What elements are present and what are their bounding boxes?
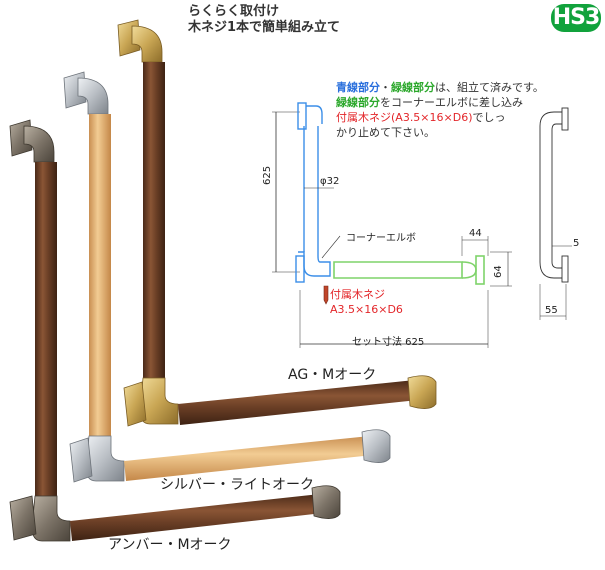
- top-elbow: [77, 77, 109, 115]
- wood-screw-icon: [323, 285, 329, 305]
- tagline-line-1: らくらく取付け: [188, 4, 280, 19]
- note-line-2-rest: をコーナーエルボに差し込み: [380, 96, 523, 109]
- set-dimension-label: セット寸法 625: [352, 337, 425, 348]
- end-bracket: [311, 485, 341, 519]
- assembly-note: 青線部分・緑線部分は、組立て済みです。 緑線部分をコーナーエルボに差し込み 付属…: [336, 80, 604, 140]
- bottom-plate-outline: [295, 255, 305, 283]
- handrail-ag-m-oak: [117, 19, 437, 427]
- top-elbow-outline: [306, 105, 323, 124]
- dim-5-label: 5: [573, 238, 580, 249]
- end-cap-outline: [461, 261, 477, 279]
- variant-label-silver-light-oak: シルバー・ライトオーク: [160, 477, 314, 493]
- horizontal-pipe-outline: [333, 261, 463, 279]
- wall-plate-bottom: [69, 437, 93, 483]
- corner-leader: [321, 235, 341, 259]
- vertical-bar: [143, 62, 165, 380]
- wall-plate-bottom: [9, 495, 37, 541]
- variant-label-ag-m-oak: AG・Mオーク: [288, 367, 377, 383]
- side-bottom-elbow-outer: [539, 261, 562, 279]
- note-dot: ・: [380, 81, 391, 94]
- technical-drawing-front: [272, 102, 512, 348]
- top-elbow: [131, 25, 163, 63]
- wall-plate-bottom: [123, 381, 147, 427]
- horizontal-bar: [70, 494, 323, 541]
- corner-elbow: [31, 495, 71, 542]
- tagline-line-2: 木ネジ1本で簡単組み立て: [188, 20, 341, 35]
- side-bottom-plate: [561, 255, 569, 283]
- end-bracket: [361, 429, 391, 463]
- dim-55-label: 55: [545, 305, 558, 316]
- dim-diameter-label: φ32: [320, 176, 340, 187]
- note-green-part: 緑線部分: [391, 81, 435, 94]
- corner-elbow-label: コーナーエルボ: [346, 233, 416, 244]
- note-line-1: 青線部分・緑線部分は、組立て済みです。: [336, 80, 604, 95]
- side-bottom-elbow-inner: [551, 261, 562, 269]
- vertical-bar: [89, 114, 111, 438]
- product-code-badge: HS3: [551, 4, 601, 32]
- variant-label-amber-m-oak: アンバー・Mオーク: [108, 537, 232, 553]
- note-line-4: かり止めて下さい。: [336, 126, 435, 139]
- dim-64-label: 64: [493, 265, 504, 278]
- technical-drawing-side: [539, 107, 572, 320]
- dim-625-vertical-label: 625: [262, 165, 273, 185]
- top-elbow: [23, 125, 55, 163]
- end-plate-outline: [475, 255, 485, 285]
- screw-label-title: 付属木ネジ: [330, 288, 385, 301]
- handrail-amber-m-oak: [9, 119, 341, 542]
- note-line-1-rest: は、組立て済みです。: [435, 81, 544, 94]
- dim-44-label: 44: [469, 228, 482, 239]
- side-top-elbow-inner: [551, 123, 562, 138]
- note-line-2: 緑線部分をコーナーエルボに差し込み: [336, 95, 604, 110]
- top-plate-outline: [297, 102, 307, 130]
- screw-label-size: A3.5×16×D6: [330, 303, 403, 316]
- tagline: らくらく取付け 木ネジ1本で簡単組み立て: [188, 4, 340, 36]
- note-line-3-rest: でしっ: [472, 111, 506, 124]
- note-green-part-2: 緑線部分: [336, 96, 380, 109]
- screw-label: 付属木ネジ A3.5×16×D6: [330, 287, 403, 317]
- end-bracket: [407, 375, 437, 409]
- side-top-plate: [561, 107, 569, 131]
- horizontal-bar: [124, 436, 373, 481]
- note-screw-spec: 付属木ネジ(A3.5×16×D6): [336, 111, 473, 124]
- note-blue-part: 青線部分: [336, 81, 380, 94]
- side-top-elbow-outer: [539, 111, 562, 138]
- vertical-bar: [35, 162, 57, 498]
- horizontal-bar: [178, 380, 418, 425]
- handrail-silver-light-oak: [63, 71, 391, 483]
- note-line-3: 付属木ネジ(A3.5×16×D6)でしっ: [336, 110, 604, 125]
